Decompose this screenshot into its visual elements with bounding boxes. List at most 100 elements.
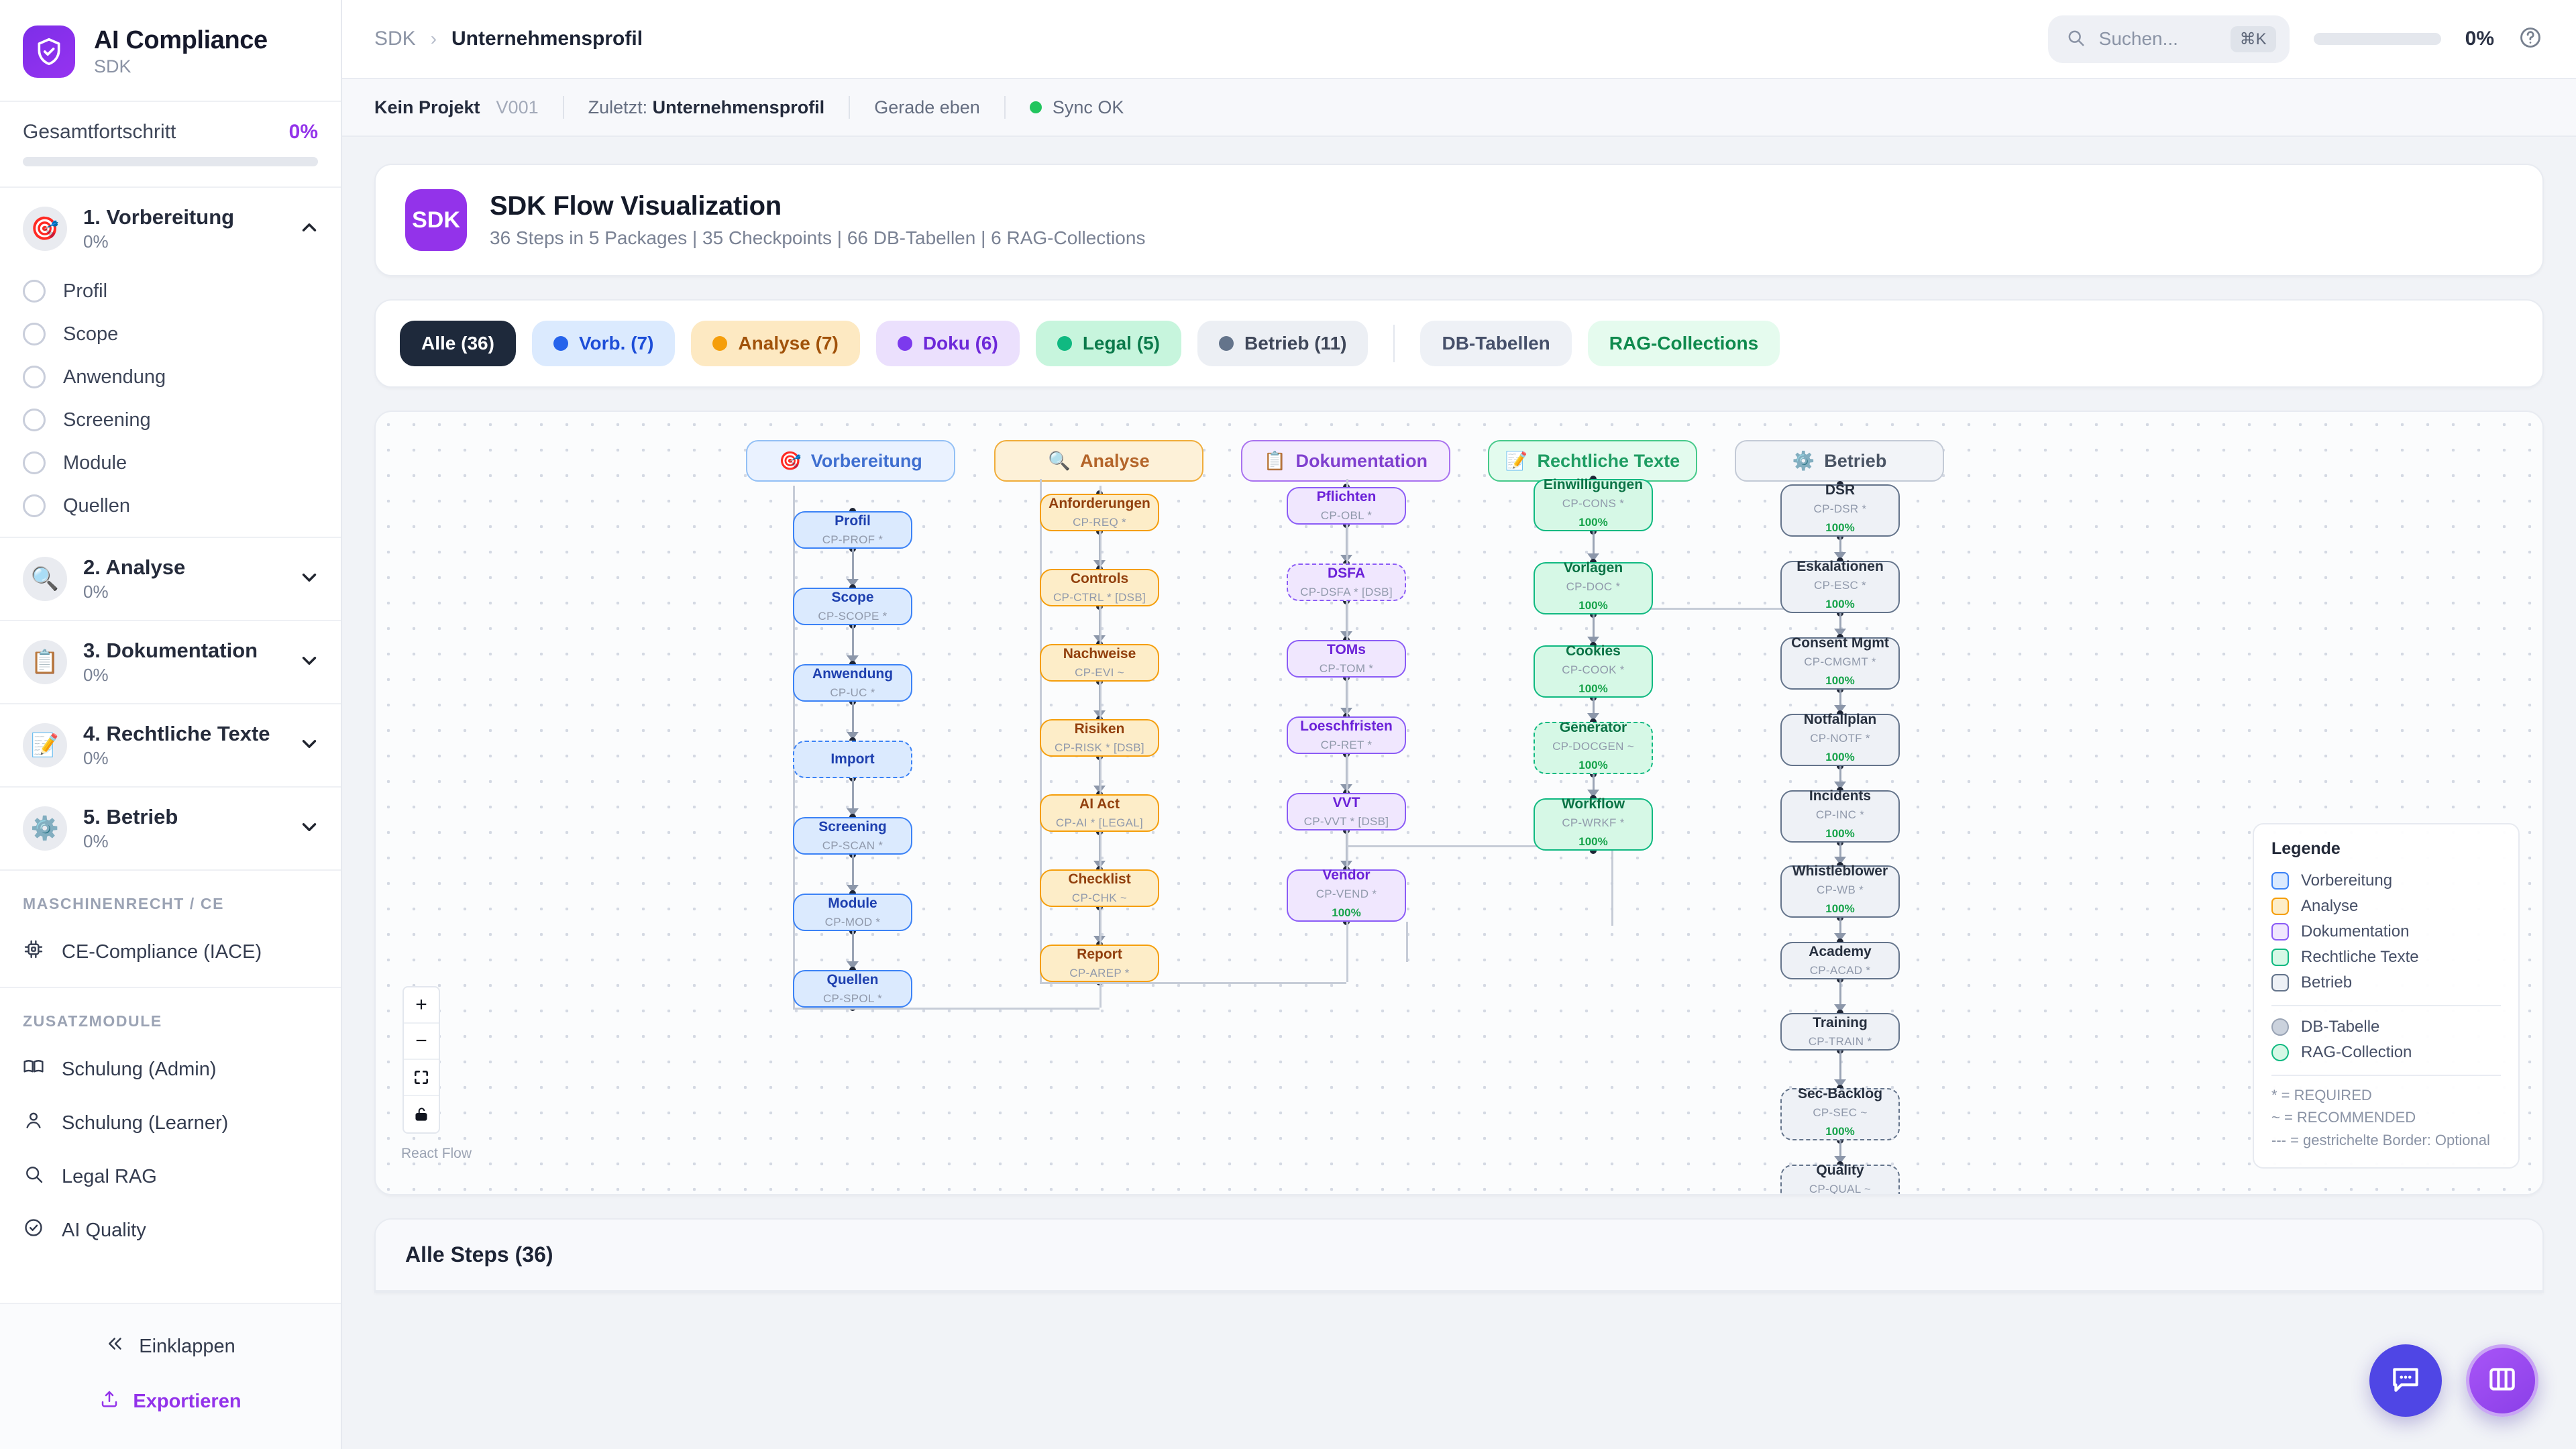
filter-chip-3[interactable]: Doku (6)	[875, 321, 1020, 366]
breadcrumb-root[interactable]: SDK	[374, 28, 416, 50]
chevron-down-icon[interactable]	[298, 816, 321, 842]
node-progress-value: 100%	[1825, 597, 1855, 610]
chevron-up-icon[interactable]	[298, 216, 321, 242]
step-radio[interactable]	[23, 366, 46, 388]
react-flow-attribution[interactable]: React Flow	[401, 1146, 472, 1161]
step-radio[interactable]	[23, 323, 46, 345]
legend-swatch	[2271, 973, 2289, 991]
step-radio[interactable]	[23, 280, 46, 303]
node-code: CP-ACAD *	[1809, 963, 1871, 977]
panel-fab[interactable]	[2466, 1344, 2538, 1417]
sidebar-brand[interactable]: AI Compliance SDK	[0, 0, 341, 102]
filter-chip-4[interactable]: Legal (5)	[1035, 321, 1181, 366]
step-radio[interactable]	[23, 451, 46, 474]
flow-canvas[interactable]: 🎯Vorbereitung🔍Analyse📋Dokumentation📝Rech…	[374, 411, 2544, 1195]
sidebar-item-ai-quality[interactable]: AI Quality	[0, 1203, 341, 1257]
filter-chip-1[interactable]: Vorb. (7)	[531, 321, 676, 366]
node-code: CP-VVT * [DSB]	[1303, 814, 1389, 828]
lock-icon[interactable]	[404, 1096, 439, 1132]
chevron-down-icon[interactable]	[298, 649, 321, 676]
search-icon	[2065, 28, 2086, 51]
sidebar-item-schulung-admin[interactable]: Schulung (Admin)	[0, 1042, 341, 1096]
sidebar-item-scope[interactable]: Scope	[0, 313, 341, 356]
brand-subtitle: SDK	[94, 56, 131, 76]
node-title: Report	[1077, 947, 1122, 963]
step-radio[interactable]	[23, 409, 46, 431]
all-steps-section: Alle Steps (36)	[374, 1218, 2544, 1293]
chevron-down-icon[interactable]	[298, 733, 321, 759]
collapse-sidebar-button[interactable]: Einklappen	[0, 1319, 341, 1374]
filter-chip-extra-0[interactable]: DB-Tabellen	[1420, 321, 1572, 366]
chevron-down-icon[interactable]	[298, 566, 321, 592]
sidebar-item-anwendung[interactable]: Anwendung	[0, 356, 341, 398]
sidebar-item-label: CE-Compliance (IACE)	[62, 941, 262, 963]
step-radio[interactable]	[23, 494, 46, 517]
filter-chip-2[interactable]: Analyse (7)	[691, 321, 860, 366]
flow-node-import[interactable]: Import	[793, 741, 912, 778]
sidebar-item-ce-compliance[interactable]: CE-Compliance (IACE)	[0, 925, 341, 979]
export-button[interactable]: Exportieren	[0, 1374, 341, 1429]
filter-chip-label: Betrieb (11)	[1244, 333, 1347, 354]
zoom-in-button[interactable]: +	[404, 987, 439, 1024]
overall-progress-bar	[23, 157, 318, 166]
filter-chip-0[interactable]: Alle (36)	[400, 321, 516, 366]
chip-dot	[553, 336, 568, 351]
sidebar-item-profil[interactable]: Profil	[0, 270, 341, 313]
search-input[interactable]: Suchen... ⌘K	[2047, 15, 2290, 63]
sidebar-item-quellen[interactable]: Quellen	[0, 484, 341, 527]
node-progress-value: 100%	[1825, 750, 1855, 763]
zoom-out-button[interactable]: −	[404, 1024, 439, 1060]
node-progress-value: 100%	[1578, 758, 1608, 771]
sidebar-item-schulung-learner[interactable]: Schulung (Learner)	[0, 1096, 341, 1150]
chat-fab[interactable]	[2369, 1344, 2442, 1417]
fit-view-icon[interactable]	[404, 1060, 439, 1096]
filter-chip-5[interactable]: Betrieb (11)	[1197, 321, 1368, 366]
sidebar-item-screening[interactable]: Screening	[0, 398, 341, 441]
filter-chip-extra-1[interactable]: RAG-Collections	[1587, 321, 1780, 366]
node-code: CP-QUAL ~	[1809, 1182, 1872, 1195]
sidebar-item-legal-rag[interactable]: Legal RAG	[0, 1150, 341, 1203]
sidebar-item-module[interactable]: Module	[0, 441, 341, 484]
help-circle-icon[interactable]	[2518, 25, 2542, 53]
